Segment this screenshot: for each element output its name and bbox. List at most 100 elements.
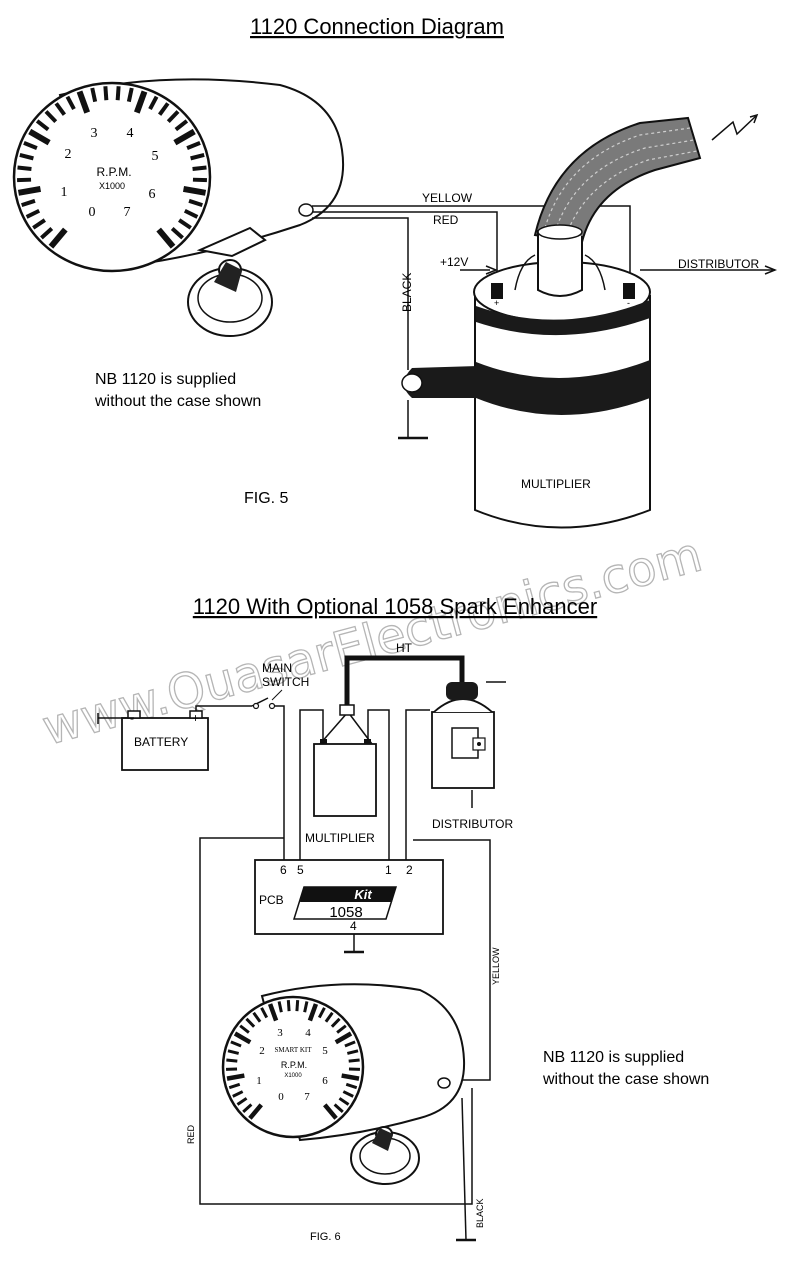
- fig5-terminal-pos: +: [494, 298, 499, 308]
- fig5-gauge-ticks: [16, 86, 208, 249]
- fig5-wire-red-label: RED: [433, 213, 459, 227]
- gauge-tick: [228, 1082, 241, 1090]
- fig5-note-line2: without the case shown: [94, 393, 261, 410]
- gauge-tick: [233, 1031, 252, 1045]
- gauge-tick: [178, 218, 192, 230]
- fig5-plus12-label: +12V: [440, 255, 468, 269]
- gauge-tick: [226, 1073, 245, 1081]
- gauge-tick: [295, 1000, 300, 1012]
- fig6-yellow-label: YELLOW: [491, 947, 501, 985]
- fig6-gauge-label: R.P.M.: [281, 1060, 307, 1070]
- fig5-clamp: [401, 366, 478, 398]
- fig6-black-label: BLACK: [475, 1198, 485, 1228]
- fig5-gauge-num-7: 7: [124, 205, 131, 220]
- gauge-tick: [174, 119, 189, 132]
- fig6-ht-label: HT: [396, 641, 413, 655]
- fig6-kit-number: 1058: [329, 904, 362, 921]
- gauge-tick: [48, 227, 68, 249]
- fig6-switch-contact-b: [268, 702, 276, 710]
- gauge-tick: [344, 1040, 356, 1048]
- fig6-battery-label: BATTERY: [134, 735, 188, 749]
- gauge-tick: [148, 95, 159, 110]
- gauge-tick: [338, 1097, 350, 1106]
- fig5-gauge-num-4: 4: [127, 126, 134, 141]
- fig5-ht-lead: [533, 116, 702, 244]
- gauge-tick: [19, 153, 34, 161]
- fig6-note-line2: without the case shown: [542, 1071, 709, 1088]
- fig6-pin-6: 6: [280, 863, 287, 877]
- fig6-gauge-num-3: 3: [277, 1027, 283, 1039]
- gauge-tick: [54, 102, 67, 116]
- gauge-tick: [245, 1017, 256, 1028]
- fig6-pin-4: 4: [350, 919, 357, 933]
- fig5-wires: [312, 205, 778, 440]
- gauge-tick: [35, 119, 50, 132]
- fig5-gauge-num-3: 3: [91, 126, 98, 141]
- fig6-gauge-ticks: [225, 1000, 361, 1120]
- gauge-tick: [170, 227, 184, 240]
- gauge-tick: [65, 95, 76, 110]
- gauge-tick: [236, 1097, 248, 1106]
- gauge-tick: [28, 128, 51, 146]
- gauge-tick: [173, 128, 196, 146]
- gauge-tick: [341, 1073, 360, 1081]
- gauge-tick: [226, 1058, 238, 1063]
- fig5-gauge-bracket: [187, 226, 273, 337]
- gauge-tick: [334, 1031, 353, 1045]
- gauge-tick: [248, 1103, 263, 1120]
- fig6-gauge-num-2: 2: [259, 1045, 265, 1057]
- fig5-gauge-num-0: 0: [89, 205, 96, 220]
- gauge-tick: [188, 198, 203, 208]
- fig6-battery-wiring: [97, 697, 285, 860]
- gauge-tick: [286, 1000, 291, 1012]
- gauge-tick: [192, 165, 207, 171]
- fig6-gauge-scale: X1000: [284, 1073, 302, 1079]
- fig6-switch-contact-a: [252, 702, 260, 710]
- fig6-distributor-label: DISTRIBUTOR: [432, 817, 513, 831]
- fig6-battery-pos: +: [192, 711, 199, 725]
- gauge-tick: [115, 86, 121, 101]
- gauge-tick: [90, 87, 98, 103]
- gauge-tick: [17, 165, 32, 171]
- fig5-wire-black-label: BLACK: [400, 273, 414, 312]
- fig6-multiplier-label: MULTIPLIER: [305, 831, 375, 845]
- gauge-tick: [166, 110, 180, 124]
- gauge-tick: [157, 102, 170, 116]
- fig6-pin-1: 1: [385, 863, 392, 877]
- fig6-pcb-label: PCB: [259, 893, 284, 907]
- fig6-pin-2: 2: [406, 863, 413, 877]
- gauge-tick: [230, 1040, 242, 1048]
- gauge-tick: [345, 1082, 358, 1090]
- gauge-tick: [103, 86, 109, 101]
- fig6-gauge-bracket: [350, 1126, 420, 1185]
- gauge-tick: [277, 1001, 283, 1013]
- gauge-tick: [126, 87, 134, 103]
- fig6-multiplier: [313, 704, 377, 817]
- gauge-tick: [346, 1049, 359, 1055]
- fig5-gauge-label: R.P.M.: [96, 165, 131, 179]
- fig5-title: 1120 Connection Diagram: [250, 14, 504, 39]
- gauge-tick: [232, 1090, 244, 1098]
- gauge-tick: [348, 1058, 360, 1063]
- fig6-gauge-brand: SMART KIT: [275, 1046, 313, 1054]
- fig6-kit-label: Kit: [354, 887, 372, 902]
- fig6-pin-5: 5: [297, 863, 304, 877]
- gauge-tick: [17, 185, 42, 196]
- gauge-tick: [227, 1049, 240, 1055]
- gauge-tick: [330, 1017, 341, 1028]
- gauge-tick: [40, 227, 54, 240]
- fig5-spark-arrowhead: [749, 113, 759, 124]
- gauge-tick: [336, 1024, 347, 1034]
- fig5-wire-yellow-label: YELLOW: [422, 191, 473, 205]
- fig5-gauge-num-6: 6: [149, 187, 156, 202]
- gauge-tick: [342, 1090, 354, 1098]
- fig6-gauge-num-4: 4: [305, 1027, 311, 1039]
- fig6-main-switch-label-1: MAIN: [262, 661, 292, 675]
- fig5-gauge-face: R.P.M. X1000 0 1 2 3 4 5 6 7: [12, 81, 212, 273]
- fig6-main-switch-pointer: [271, 689, 283, 701]
- fig5-terminal-neg: -: [627, 298, 630, 308]
- fig6-main-switch-label-2: SWITCH: [262, 675, 309, 689]
- fig5-gauge-num-2: 2: [65, 147, 72, 162]
- fig6-caption: FIG. 6: [310, 1231, 341, 1243]
